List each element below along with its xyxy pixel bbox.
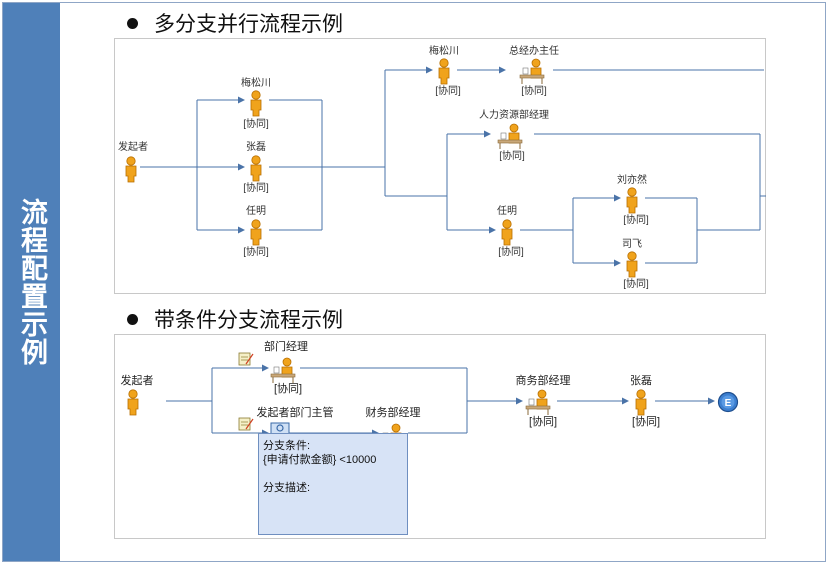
node-name: 司飞 — [622, 239, 642, 250]
s1-node-4: 梅松川 [协同] — [429, 44, 461, 97]
node-name: 发起者部门主管 — [257, 405, 334, 419]
node-name: 张磊 — [630, 374, 652, 387]
section2-heading: 带条件分支流程示例 — [127, 304, 343, 334]
end-node-label: E — [725, 398, 732, 409]
s1-node-2: 张磊 [协同] — [243, 141, 269, 194]
edit-form-icon — [238, 417, 254, 431]
s1-node-1: 梅松川 [协同] — [241, 76, 271, 130]
person-icon — [635, 389, 647, 416]
node-name: 财务部经理 — [366, 405, 421, 419]
cond-value: {申请付款金额} <10000 — [263, 454, 377, 466]
s1-node-9: 司飞 [协同] — [622, 239, 649, 290]
end-node: E — [717, 391, 739, 413]
s1-node-5: 总经办主任 [协同] — [509, 44, 559, 97]
node-name: 任明 — [497, 204, 517, 217]
node-tag: [协同] — [499, 149, 525, 162]
sidebar: 流程配置示例 — [3, 3, 60, 561]
person-icon — [127, 389, 139, 416]
node-name: 总经办主任 — [509, 44, 559, 57]
node-tag: [协同] — [623, 213, 649, 226]
desk-person-icon — [497, 123, 523, 150]
section1-connectors — [140, 66, 766, 267]
node-name: 人力资源部经理 — [479, 108, 549, 121]
node-tag: [协同] — [243, 245, 269, 258]
node-tag: [协同] — [243, 181, 269, 194]
person-icon — [626, 251, 638, 278]
section1-panel — [114, 38, 766, 294]
node-tag: [协同] — [521, 84, 547, 97]
person-icon — [626, 187, 638, 214]
desk-person-icon — [270, 357, 296, 384]
section1-heading: 多分支并行流程示例 — [127, 8, 343, 38]
s1-initiator-label: 发起者 — [118, 140, 148, 153]
condition-popup: 分支条件: {申请付款金额} <10000 分支描述: — [258, 433, 408, 535]
bullet-icon — [127, 17, 138, 29]
person-icon — [125, 156, 137, 183]
s2-node-2: 发起者部门主管 — [238, 405, 334, 436]
s2-node-4: 商务部经理 [协同] — [516, 373, 571, 428]
bullet-icon — [127, 313, 138, 325]
section1-heading-text: 多分支并行流程示例 — [154, 13, 343, 36]
node-tag: [协同] — [529, 414, 557, 428]
s1-node-7: 任明 [协同] — [497, 204, 524, 258]
node-tag: [协同] — [243, 117, 269, 130]
cond-title: 分支条件: — [263, 440, 311, 452]
node-tag: [协同] — [632, 414, 660, 428]
s2-node-3: 财务部经理 — [366, 405, 421, 450]
node-tag: [协同] — [498, 245, 524, 258]
person-icon — [438, 58, 450, 85]
s1-initiator: 发起者 — [118, 140, 148, 183]
desk-person-icon — [519, 58, 545, 85]
s2-node-5: 张磊 [协同] — [630, 374, 660, 428]
person-icon — [250, 219, 262, 246]
s1-node-8: 刘亦然 [协同] — [617, 173, 649, 226]
person-icon — [501, 219, 513, 246]
section2-heading-text: 带条件分支流程示例 — [154, 309, 343, 332]
node-name: 张磊 — [246, 141, 266, 153]
desc-title: 分支描述: — [263, 482, 311, 494]
node-tag: [协同] — [274, 381, 302, 395]
sidebar-title: 流程配置示例 — [17, 198, 47, 366]
node-name: 梅松川 — [241, 76, 271, 89]
node-name: 部门经理 — [264, 339, 308, 353]
s2-node-1: 部门经理 [协同] — [238, 339, 308, 395]
person-icon — [250, 90, 262, 117]
node-name: 梅松川 — [429, 44, 459, 57]
node-name: 刘亦然 — [617, 173, 647, 186]
node-name: 商务部经理 — [516, 373, 571, 387]
edit-form-icon — [238, 352, 254, 366]
s1-node-6: 人力资源部经理 [协同] — [479, 108, 549, 162]
desk-person-icon — [525, 389, 551, 416]
s2-initiator: 发起者 — [121, 373, 154, 416]
search-user-icon — [270, 422, 290, 436]
node-tag: [协同] — [435, 84, 461, 97]
s2-initiator-label: 发起者 — [121, 373, 154, 387]
person-icon — [250, 155, 262, 182]
node-tag: [协同] — [623, 277, 649, 290]
s1-node-3: 任明 [协同] — [243, 204, 269, 258]
node-name: 任明 — [246, 204, 266, 217]
